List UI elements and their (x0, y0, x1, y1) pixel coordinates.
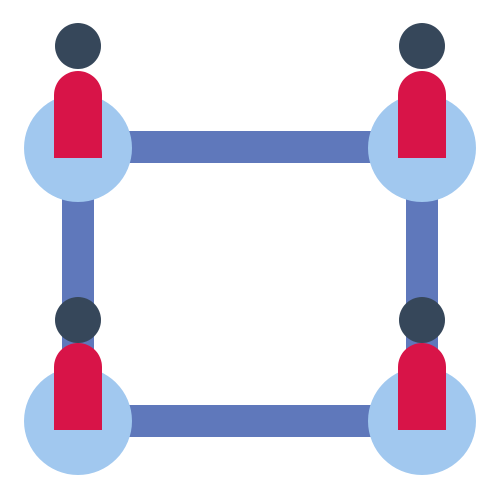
person-head (399, 297, 445, 343)
person-node-top-right (368, 23, 476, 202)
person-body (398, 71, 446, 158)
person-body (54, 71, 102, 158)
person-body (54, 343, 102, 430)
person-node-bottom-right (368, 297, 476, 475)
person-node-bottom-left (24, 297, 132, 475)
person-head (55, 297, 101, 343)
person-body (398, 343, 446, 430)
link-top (78, 131, 422, 163)
person-head (55, 23, 101, 69)
person-node-top-left (24, 23, 132, 202)
link-bottom (78, 405, 422, 437)
person-head (399, 23, 445, 69)
